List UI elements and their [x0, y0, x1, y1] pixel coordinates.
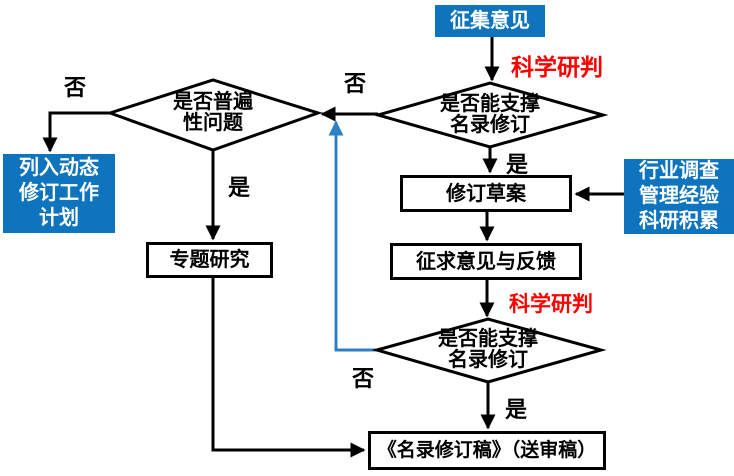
decision-support-2-label: 是否能支撑 名录修订: [438, 328, 538, 371]
node-industry-inputs: 行业调查 管理经验 科研积累: [624, 159, 734, 234]
connector-common-no-to-plan: [42, 111, 110, 153]
label-no-decision1: 否: [344, 71, 367, 96]
decision-support-1-label: 是否能支撑 名录修订: [440, 93, 540, 136]
label-yes-decision2: 是: [505, 397, 528, 422]
decision-common-label: 是否普遍 性问题: [173, 91, 253, 134]
node-revision-draft: 修订草案: [400, 175, 572, 212]
decision-support-2-diamond: [371, 317, 607, 384]
decision-support-1-diamond: [372, 81, 609, 149]
label-yes-common: 是: [228, 175, 251, 200]
label-no-decision2: 否: [352, 366, 375, 391]
decision-common-diamond: [105, 78, 323, 152]
connector-decision2-no-feedback-loop: [328, 120, 377, 352]
label-no-common: 否: [64, 75, 87, 100]
connector-research-to-final: [211, 278, 366, 458]
node-special-research: 专题研究: [146, 242, 273, 278]
label-scientific-judgment-2: 科学研判: [509, 293, 593, 316]
label-scientific-judgment-1: 科学研判: [511, 54, 603, 80]
label-yes-decision1: 是: [506, 152, 529, 177]
node-solicit-feedback: 征求意见与反馈: [390, 243, 582, 280]
node-final-revision-draft: 《名录修订稿》（送审稿）: [368, 431, 606, 470]
node-collect-opinions: 征集意见: [435, 5, 545, 37]
node-dynamic-revision-plan: 列入动态 修订工作 计划: [3, 154, 115, 233]
